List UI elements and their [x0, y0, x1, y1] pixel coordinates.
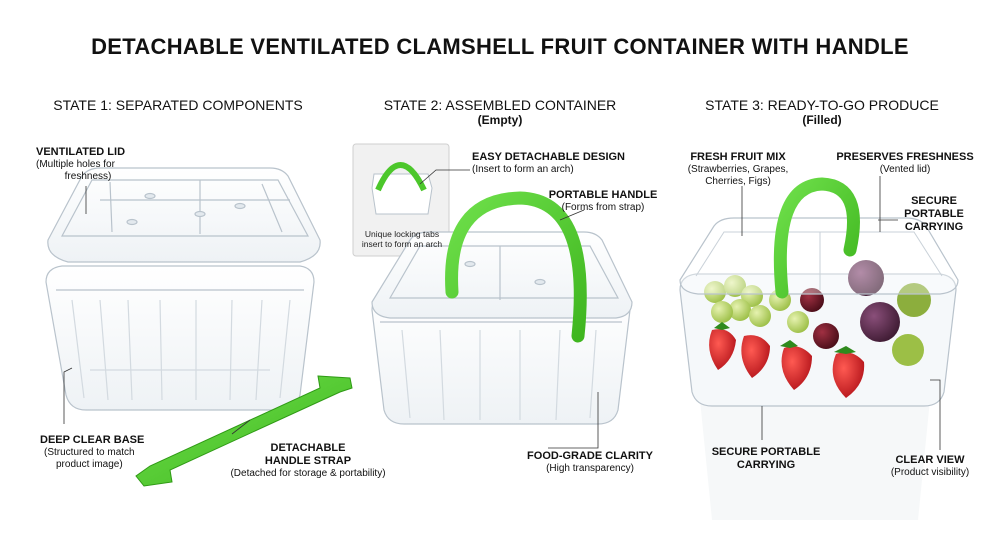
ventilated-lid-name: VENTILATED LID — [36, 146, 126, 158]
filled-handle-graphic — [773, 177, 860, 299]
assembled-container-graphic — [371, 231, 633, 425]
portable-handle-graphic — [445, 191, 587, 343]
preserves-freshness-label: PRESERVES FRESHNESS (Vented lid) — [830, 151, 980, 176]
handle-strap-desc: (Detached for storage & portability) — [230, 468, 386, 479]
state2-title: STATE 2: ASSEMBLED CONTAINER — [383, 97, 617, 113]
filled-container-graphic — [679, 217, 959, 520]
locking-tabs-line-1: Unique locking tabs — [364, 229, 440, 239]
leader-lines — [63, 169, 941, 450]
preserves-freshness-desc: (Vented lid) — [879, 164, 931, 175]
easy-detachable-name: EASY DETACHABLE DESIGN — [472, 151, 626, 163]
fresh-fruit-mix-name: FRESH FRUIT MIX — [690, 151, 786, 163]
state3-title: STATE 3: READY-TO-GO PRODUCE — [705, 97, 939, 113]
easy-detachable-label: EASY DETACHABLE DESIGN (Insert to form a… — [472, 151, 642, 176]
handle-strap-name-2: HANDLE STRAP — [264, 455, 352, 467]
deep-clear-base-desc-2: product image) — [56, 459, 123, 470]
locking-tabs-inset-text: Unique locking tabs insert to form an ar… — [356, 229, 448, 249]
state3-subtitle: (Filled) — [802, 113, 842, 127]
ventilated-lid-desc-2: freshness) — [64, 171, 112, 182]
page-title: DETACHABLE VENTILATED CLAMSHELL FRUIT CO… — [91, 34, 909, 59]
fresh-fruit-mix-label: FRESH FRUIT MIX (Strawberries, Grapes, C… — [668, 151, 808, 188]
portable-handle-name: PORTABLE HANDLE — [548, 189, 658, 201]
food-grade-clarity-desc: (High transparency) — [546, 463, 634, 474]
secure-right-line-3: CARRYING — [904, 221, 964, 233]
deep-clear-base-name: DEEP CLEAR BASE — [40, 434, 145, 446]
secure-carrying-right-label: SECURE PORTABLE CARRYING — [896, 195, 972, 234]
handle-strap-graphic — [135, 375, 353, 487]
handle-strap-name-1: DETACHABLE — [270, 442, 346, 454]
clear-view-name: CLEAR VIEW — [895, 454, 965, 466]
state3-heading: STATE 3: READY-TO-GO PRODUCE (Filled) — [672, 97, 972, 127]
locking-tabs-inset-graphic — [352, 143, 450, 257]
secure-right-line-2: PORTABLE — [904, 208, 964, 220]
state2-heading: STATE 2: ASSEMBLED CONTAINER (Empty) — [350, 97, 650, 127]
preserves-freshness-name: PRESERVES FRESHNESS — [836, 151, 974, 163]
fresh-fruit-mix-desc-1: (Strawberries, Grapes, — [687, 164, 789, 175]
secure-bottom-line-1: SECURE PORTABLE — [711, 446, 821, 458]
handle-strap-label: DETACHABLE HANDLE STRAP (Detached for st… — [200, 442, 416, 480]
deep-clear-base-label: DEEP CLEAR BASE (Structured to match pro… — [40, 434, 170, 471]
food-grade-clarity-label: FOOD-GRADE CLARITY (High transparency) — [510, 450, 670, 475]
ventilated-lid-desc-1: (Multiple holes for — [36, 159, 115, 170]
secure-bottom-line-2: CARRYING — [736, 459, 796, 471]
clear-view-desc: (Product visibility) — [890, 467, 970, 478]
ventilated-lid-label: VENTILATED LID (Multiple holes for fresh… — [36, 146, 156, 183]
food-grade-clarity-name: FOOD-GRADE CLARITY — [527, 450, 653, 462]
portable-handle-desc: (Forms from strap) — [561, 202, 645, 213]
portable-handle-label: PORTABLE HANDLE (Forms from strap) — [538, 189, 668, 214]
clear-view-label: CLEAR VIEW (Product visibility) — [872, 454, 988, 479]
state1-title: STATE 1: SEPARATED COMPONENTS — [53, 97, 303, 113]
easy-detachable-desc: (Insert to form an arch) — [472, 164, 574, 175]
secure-carrying-bottom-label: SECURE PORTABLE CARRYING — [696, 446, 836, 472]
state2-subtitle: (Empty) — [477, 113, 523, 127]
ventilated-lid-graphic — [47, 167, 321, 263]
deep-clear-base-graphic — [45, 265, 315, 411]
fresh-fruit-mix-desc-2: Cherries, Figs) — [705, 176, 771, 187]
deep-clear-base-desc-1: (Structured to match — [44, 447, 135, 458]
secure-right-line-1: SECURE — [911, 195, 957, 207]
locking-tabs-line-2: insert to form an arch — [361, 239, 443, 249]
